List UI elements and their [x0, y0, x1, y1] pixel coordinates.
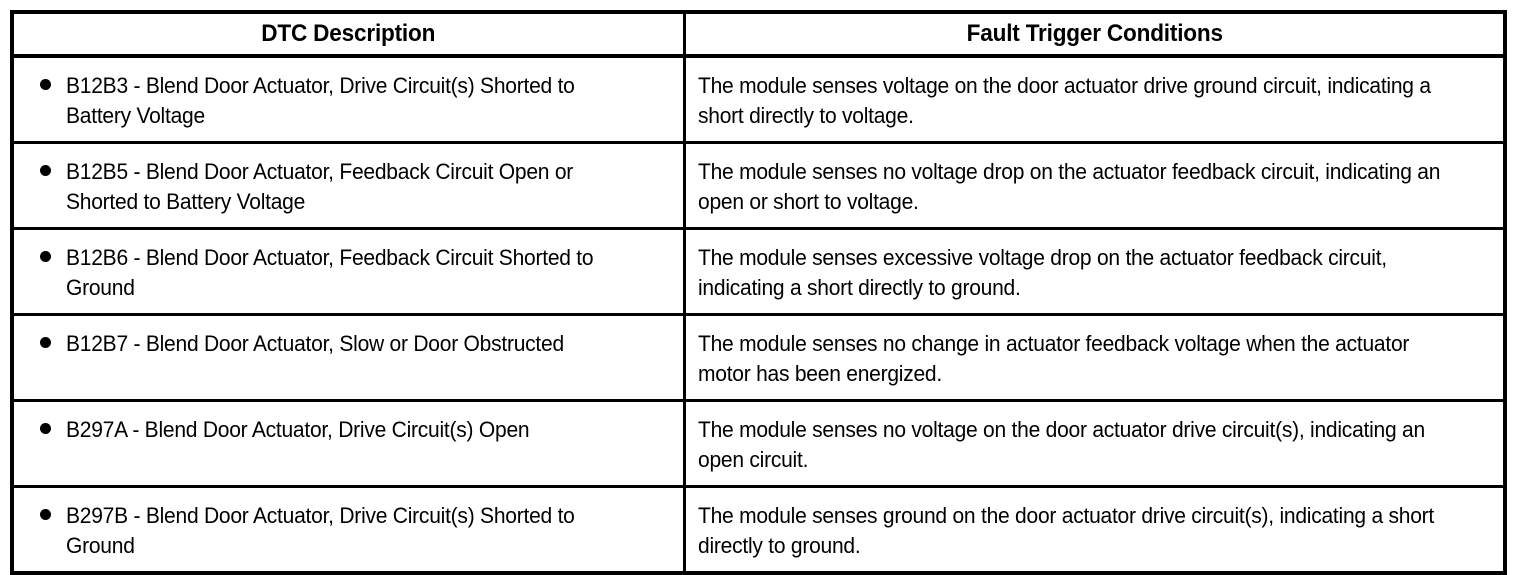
table-row: B12B5 - Blend Door Actuator, Feedback Ci…	[12, 141, 1505, 229]
fault-condition-block: The module senses ground on the door act…	[686, 488, 1504, 571]
header-row: DTC Description Fault Trigger Conditions	[12, 12, 1505, 58]
table-row: B12B7 - Blend Door Actuator, Slow or Doo…	[12, 313, 1505, 401]
fault-condition-text: The module senses no change in actuator …	[697, 331, 1409, 386]
list-item: B12B3 - Blend Door Actuator, Drive Circu…	[14, 58, 683, 141]
cell-fault-condition: The module senses no change in actuator …	[684, 313, 1505, 401]
cell-dtc-description: B297A - Blend Door Actuator, Drive Circu…	[12, 399, 686, 487]
cell-fault-condition: The module senses excessive voltage drop…	[684, 227, 1505, 315]
list-item: B12B5 - Blend Door Actuator, Feedback Ci…	[14, 144, 683, 227]
column-header-fault-trigger-conditions-label: Fault Trigger Conditions	[966, 20, 1223, 47]
cell-dtc-description: B12B6 - Blend Door Actuator, Feedback Ci…	[12, 227, 686, 315]
column-header-dtc-description: DTC Description	[12, 12, 686, 58]
fault-condition-text: The module senses voltage on the door ac…	[697, 73, 1431, 128]
fault-condition-block: The module senses no voltage drop on the…	[686, 144, 1504, 227]
dtc-description-text: B12B3 - Blend Door Actuator, Drive Circu…	[66, 73, 575, 128]
cell-dtc-description: B12B3 - Blend Door Actuator, Drive Circu…	[12, 56, 686, 143]
fault-condition-text: The module senses no voltage on the door…	[697, 417, 1425, 472]
bullet-icon	[40, 423, 51, 434]
cell-fault-condition: The module senses voltage on the door ac…	[684, 56, 1505, 143]
fault-condition-block: The module senses voltage on the door ac…	[686, 58, 1504, 141]
fault-condition-text: The module senses no voltage drop on the…	[697, 159, 1440, 214]
cell-dtc-description: B12B7 - Blend Door Actuator, Slow or Doo…	[12, 313, 686, 401]
table-row: B12B6 - Blend Door Actuator, Feedback Ci…	[12, 227, 1505, 315]
dtc-description-text: B297B - Blend Door Actuator, Drive Circu…	[66, 503, 575, 558]
table-row: B297B - Blend Door Actuator, Drive Circu…	[12, 485, 1505, 573]
table-row: B12B3 - Blend Door Actuator, Drive Circu…	[12, 56, 1505, 143]
bullet-icon	[40, 509, 51, 520]
cell-dtc-description: B12B5 - Blend Door Actuator, Feedback Ci…	[12, 141, 686, 229]
column-header-dtc-description-label: DTC Description	[261, 20, 436, 47]
bullet-icon	[40, 337, 51, 348]
column-header-fault-trigger-conditions: Fault Trigger Conditions	[684, 12, 1505, 58]
cell-fault-condition: The module senses no voltage on the door…	[684, 399, 1505, 487]
dtc-description-text: B297A - Blend Door Actuator, Drive Circu…	[66, 417, 530, 442]
list-item: B297B - Blend Door Actuator, Drive Circu…	[14, 488, 683, 571]
cell-fault-condition: The module senses no voltage drop on the…	[684, 141, 1505, 229]
list-item: B12B6 - Blend Door Actuator, Feedback Ci…	[14, 230, 683, 313]
cell-dtc-description: B297B - Blend Door Actuator, Drive Circu…	[12, 485, 686, 573]
fault-condition-text: The module senses excessive voltage drop…	[697, 245, 1387, 300]
fault-condition-block: The module senses no change in actuator …	[686, 316, 1504, 399]
fault-condition-block: The module senses excessive voltage drop…	[686, 230, 1504, 313]
bullet-icon	[40, 251, 51, 262]
dtc-description-text: B12B7 - Blend Door Actuator, Slow or Doo…	[66, 331, 564, 356]
page-root: DTC Description Fault Trigger Conditions…	[10, 10, 1507, 575]
dtc-description-text: B12B6 - Blend Door Actuator, Feedback Ci…	[66, 245, 594, 300]
list-item: B297A - Blend Door Actuator, Drive Circu…	[14, 402, 683, 455]
table-row: B297A - Blend Door Actuator, Drive Circu…	[12, 399, 1505, 487]
list-item: B12B7 - Blend Door Actuator, Slow or Doo…	[14, 316, 683, 369]
bullet-icon	[40, 165, 51, 176]
dtc-fault-table: DTC Description Fault Trigger Conditions…	[10, 10, 1507, 575]
bullet-icon	[40, 79, 51, 90]
cell-fault-condition: The module senses ground on the door act…	[684, 485, 1505, 573]
fault-condition-text: The module senses ground on the door act…	[697, 503, 1434, 558]
fault-condition-block: The module senses no voltage on the door…	[686, 402, 1504, 485]
table-body: B12B3 - Blend Door Actuator, Drive Circu…	[12, 56, 1505, 573]
table-header: DTC Description Fault Trigger Conditions	[12, 12, 1505, 58]
dtc-description-text: B12B5 - Blend Door Actuator, Feedback Ci…	[66, 159, 574, 214]
